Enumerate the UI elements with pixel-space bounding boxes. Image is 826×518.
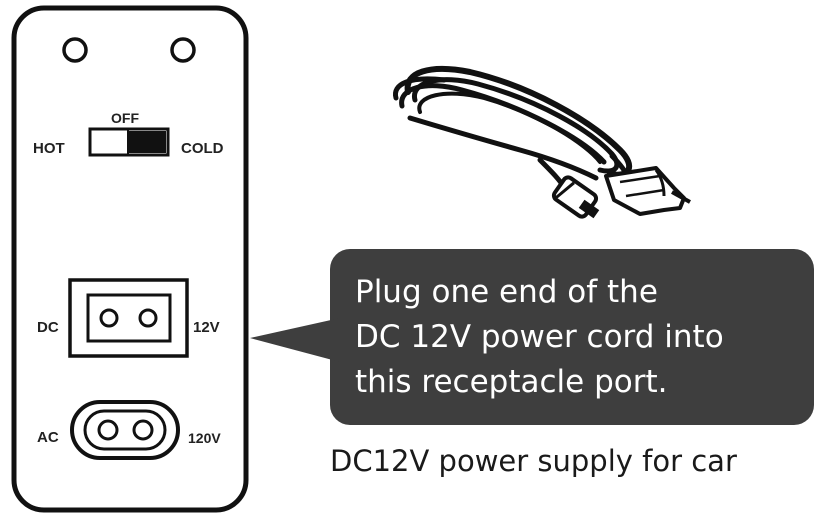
callout-bubble [250,249,814,425]
switch-off-label: OFF [111,110,139,126]
callout-line: this receptacle port. [355,364,668,400]
dc-voltage-label: 12V [193,319,220,336]
dc-12v-socket[interactable] [68,278,189,358]
dc-port-label: DC [37,319,59,336]
ac-voltage-label: 120V [188,430,221,446]
cord-caption: DC12V power supply for car [330,444,737,478]
switch-hot-label: HOT [33,140,65,157]
barrel-plug [551,175,600,219]
ac-port-label: AC [37,429,59,446]
callout-line: Plug one end of the [355,274,658,310]
control-panel [11,5,249,513]
callout-text: Plug one end of the DC 12V power cord in… [355,270,805,405]
dc-power-cord [392,66,633,193]
ac-120v-socket[interactable] [70,400,180,460]
hot-cold-switch[interactable] [88,127,170,157]
cigarette-lighter-plug [604,166,691,216]
switch-cold-label: COLD [181,140,224,157]
mounting-hole-right [170,37,196,63]
mounting-hole-left [62,37,88,63]
callout-line: DC 12V power cord into [355,319,724,355]
